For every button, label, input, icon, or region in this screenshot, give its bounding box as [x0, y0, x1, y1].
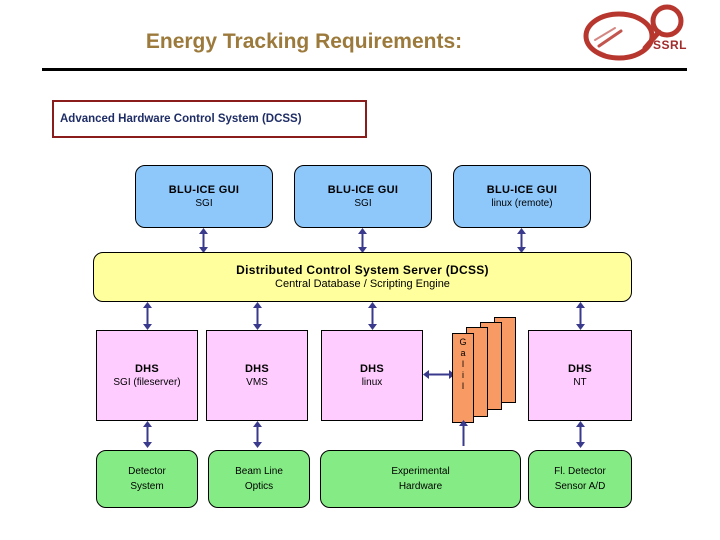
- gui-node-2-subtitle: SGI: [354, 197, 372, 209]
- page-title: Energy Tracking Requirements:: [145, 30, 463, 53]
- hardware-node-1-line1: Detector: [128, 466, 166, 477]
- connector-gui3-server: [516, 228, 527, 253]
- hardware-node-3-line1: Experimental: [391, 466, 450, 477]
- gui-node-2-title: BLU-ICE GUI: [327, 183, 399, 196]
- connector-server-dhs4: [575, 302, 586, 330]
- connector-dhs2-hw2: [252, 421, 263, 448]
- dhs-node-4-subtitle: NT: [573, 376, 587, 388]
- connector-gui2-server: [357, 228, 368, 253]
- dhs-node-2-subtitle: VMS: [246, 376, 268, 388]
- gui-node-3-subtitle: linux (remote): [491, 197, 553, 209]
- connector-gui1-server: [198, 228, 209, 253]
- dcss-server-title: Distributed Control System Server (DCSS): [236, 263, 489, 277]
- connector-server-dhs2: [252, 302, 263, 330]
- hardware-node-1[interactable]: Detector System: [96, 450, 198, 508]
- connector-server-dhs1: [142, 302, 153, 330]
- gui-node-3-title: BLU-ICE GUI: [486, 183, 558, 196]
- hardware-node-3[interactable]: Experimental Hardware: [320, 450, 521, 508]
- connector-dhs3-galil: [423, 369, 455, 380]
- gui-node-2[interactable]: BLU-ICE GUI SGI: [294, 165, 432, 228]
- gui-node-1[interactable]: BLU-ICE GUI SGI: [135, 165, 273, 228]
- dhs-node-3[interactable]: DHS linux: [321, 330, 423, 421]
- dhs-node-4-title: DHS: [567, 362, 593, 375]
- header-divider: [42, 68, 687, 71]
- dhs-node-1[interactable]: DHS SGI (fileserver): [96, 330, 198, 421]
- dhs-node-1-title: DHS: [134, 362, 160, 375]
- ssrl-wordmark: SSRL: [653, 38, 688, 52]
- dcss-server-subtitle: Central Database / Scripting Engine: [275, 278, 450, 290]
- dhs-node-4[interactable]: DHS NT: [528, 330, 632, 421]
- dhs-node-3-subtitle: linux: [361, 376, 383, 388]
- hardware-node-2-line1: Beam Line: [235, 466, 283, 477]
- hardware-node-1-line2: System: [130, 481, 164, 492]
- hardware-node-4-line1: Fl. Detector: [554, 466, 606, 477]
- ssrl-logo-icon: [575, 4, 695, 66]
- connector-server-dhs3: [367, 302, 378, 330]
- galil-controller-stack[interactable]: G a l i l: [452, 317, 516, 423]
- connector-dhs1-hw1: [142, 421, 153, 448]
- dhs-node-2-title: DHS: [244, 362, 270, 375]
- gui-node-1-title: BLU-ICE GUI: [168, 183, 240, 196]
- diagram-heading-label: Advanced Hardware Control System (DCSS): [60, 113, 302, 125]
- dhs-node-1-subtitle: SGI (fileserver): [113, 376, 181, 388]
- dhs-node-3-title: DHS: [359, 362, 385, 375]
- hardware-node-2[interactable]: Beam Line Optics: [208, 450, 310, 508]
- hardware-node-3-line2: Hardware: [398, 481, 443, 492]
- hardware-node-4[interactable]: Fl. Detector Sensor A/D: [528, 450, 632, 508]
- hardware-node-4-line2: Sensor A/D: [554, 481, 606, 492]
- galil-label: G a l i l: [459, 337, 467, 391]
- gui-node-3[interactable]: BLU-ICE GUI linux (remote): [453, 165, 591, 228]
- diagram-heading-box: Advanced Hardware Control System (DCSS): [52, 100, 367, 138]
- gui-node-1-subtitle: SGI: [195, 197, 213, 209]
- hardware-node-2-line2: Optics: [244, 481, 274, 492]
- dhs-node-2[interactable]: DHS VMS: [206, 330, 308, 421]
- connector-galil-hardware: [458, 420, 469, 448]
- dcss-server-node[interactable]: Distributed Control System Server (DCSS)…: [93, 252, 632, 302]
- connector-dhs4-hw4: [575, 421, 586, 448]
